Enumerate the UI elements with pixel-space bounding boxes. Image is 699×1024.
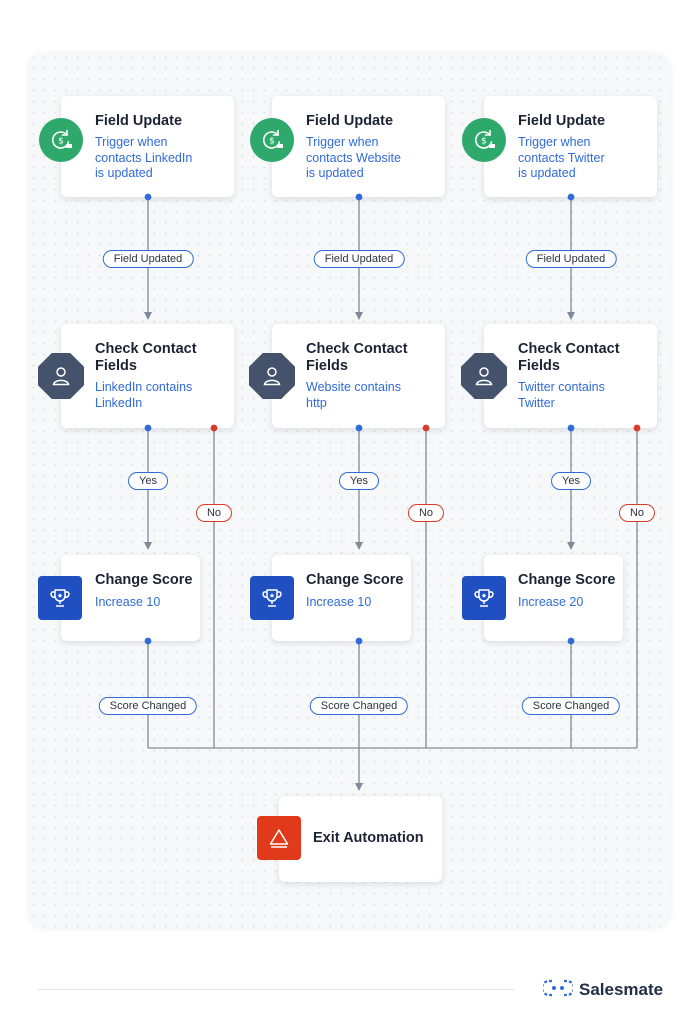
- brand-logo[interactable]: Salesmate: [540, 979, 664, 1002]
- trigger-description: Trigger when contacts Website is updated: [306, 135, 401, 180]
- trophy-icon: [38, 576, 82, 620]
- edge-label-no-2: No: [407, 504, 445, 522]
- warning-triangle-icon: [257, 816, 301, 860]
- no-port-3: [633, 424, 641, 432]
- check-description: Website contains http: [306, 380, 401, 410]
- check-title: Check Contact Fields: [306, 341, 408, 374]
- edge-label-field-updated-3: Field Updated: [525, 250, 617, 268]
- edge-label-field-updated-2: Field Updated: [313, 250, 405, 268]
- footer-divider: [38, 989, 514, 990]
- svg-text:$: $: [58, 137, 64, 147]
- check-node-1[interactable]: Check Contact Fields LinkedIn contains L…: [61, 324, 234, 428]
- edge-label-score-changed-3: Score Changed: [521, 697, 621, 715]
- exit-automation-node[interactable]: Exit Automation: [279, 796, 442, 882]
- check-node-2[interactable]: Check Contact Fields Website contains ht…: [272, 324, 445, 428]
- trigger-title: Field Update: [95, 113, 183, 129]
- check-node-3[interactable]: Check Contact Fields Twitter contains Tw…: [484, 324, 657, 428]
- check-title: Check Contact Fields: [518, 341, 620, 374]
- action-output-port-3: [567, 637, 575, 645]
- action-title: Change Score: [95, 572, 193, 588]
- trigger-node-1[interactable]: Field Update Trigger when contacts Linke…: [61, 96, 234, 197]
- edge-label-no-1: No: [195, 504, 233, 522]
- edge-label-field-updated-1: Field Updated: [102, 250, 194, 268]
- dollar-refresh-icon: $: [39, 118, 83, 162]
- trophy-icon: [462, 576, 506, 620]
- salesmate-logo-icon: [540, 979, 576, 1002]
- yes-port-3: [567, 424, 575, 432]
- action-description: Increase 10: [95, 595, 161, 609]
- action-output-port-2: [355, 637, 363, 645]
- brand-name: Salesmate: [579, 980, 664, 999]
- action-node-1[interactable]: Change Score Increase 10: [61, 555, 200, 641]
- action-description: Increase 20: [518, 595, 584, 609]
- edge-label-yes-2: Yes: [339, 472, 379, 490]
- check-description: Twitter contains Twitter: [518, 380, 605, 410]
- edge-label-score-changed-2: Score Changed: [309, 697, 409, 715]
- action-description: Increase 10: [306, 595, 372, 609]
- svg-text:$: $: [269, 137, 275, 147]
- action-title: Change Score: [518, 572, 616, 588]
- trigger-output-port-2: [355, 193, 363, 201]
- user-icon: [38, 353, 84, 399]
- user-icon: [249, 353, 295, 399]
- action-node-2[interactable]: Change Score Increase 10: [272, 555, 411, 641]
- yes-port-2: [355, 424, 363, 432]
- action-output-port-1: [144, 637, 152, 645]
- yes-port-1: [144, 424, 152, 432]
- dollar-refresh-icon: $: [250, 118, 294, 162]
- trigger-node-3[interactable]: Field Update Trigger when contacts Twitt…: [484, 96, 657, 197]
- trigger-node-2[interactable]: Field Update Trigger when contacts Websi…: [272, 96, 445, 197]
- exit-title: Exit Automation: [313, 830, 424, 846]
- no-port-1: [210, 424, 218, 432]
- no-port-2: [422, 424, 430, 432]
- edge-label-yes-1: Yes: [128, 472, 168, 490]
- trigger-title: Field Update: [306, 113, 394, 129]
- trigger-description: Trigger when contacts LinkedIn is update…: [95, 135, 193, 180]
- action-node-3[interactable]: Change Score Increase 20: [484, 555, 623, 641]
- edge-label-score-changed-1: Score Changed: [98, 697, 198, 715]
- trigger-output-port-3: [567, 193, 575, 201]
- check-title: Check Contact Fields: [95, 341, 197, 374]
- action-title: Change Score: [306, 572, 404, 588]
- trigger-description: Trigger when contacts Twitter is updated: [518, 135, 605, 180]
- dollar-refresh-icon: $: [462, 118, 506, 162]
- svg-text:$: $: [481, 137, 487, 147]
- user-icon: [461, 353, 507, 399]
- trigger-title: Field Update: [518, 113, 606, 129]
- trophy-icon: [250, 576, 294, 620]
- check-description: LinkedIn contains LinkedIn: [95, 380, 193, 410]
- workflow-canvas: [28, 52, 671, 928]
- edge-label-yes-3: Yes: [551, 472, 591, 490]
- edge-label-no-3: No: [618, 504, 656, 522]
- trigger-output-port-1: [144, 193, 152, 201]
